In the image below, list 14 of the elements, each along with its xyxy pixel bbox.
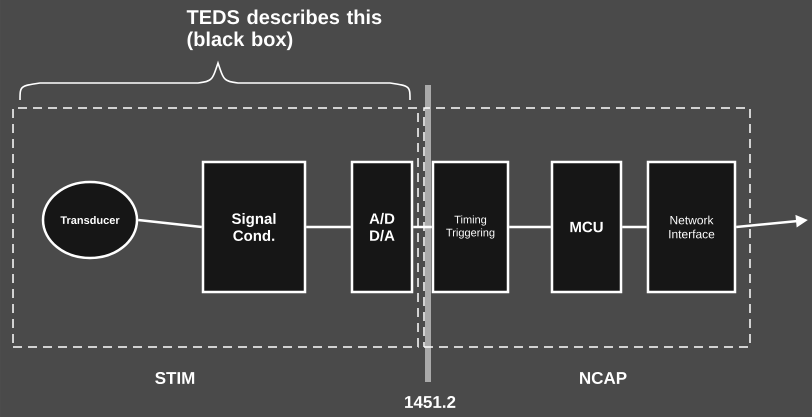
region-label: STIM [155,372,194,384]
connector [306,226,351,228]
process-box: A/D D/A [350,160,414,294]
connector [138,218,202,228]
process-box: MCU [550,160,622,294]
connector [622,226,647,228]
region-label: NCAP [580,372,626,384]
process-box: Timing Triggering [432,160,510,294]
interface-label: 1451.2 [405,396,456,408]
process-box: Signal Cond. [202,160,306,294]
process-box: Network Interface [646,160,736,294]
annotation-text: TEDS describes this (black box) [186,10,382,50]
connector [413,226,432,228]
connector [509,226,551,228]
